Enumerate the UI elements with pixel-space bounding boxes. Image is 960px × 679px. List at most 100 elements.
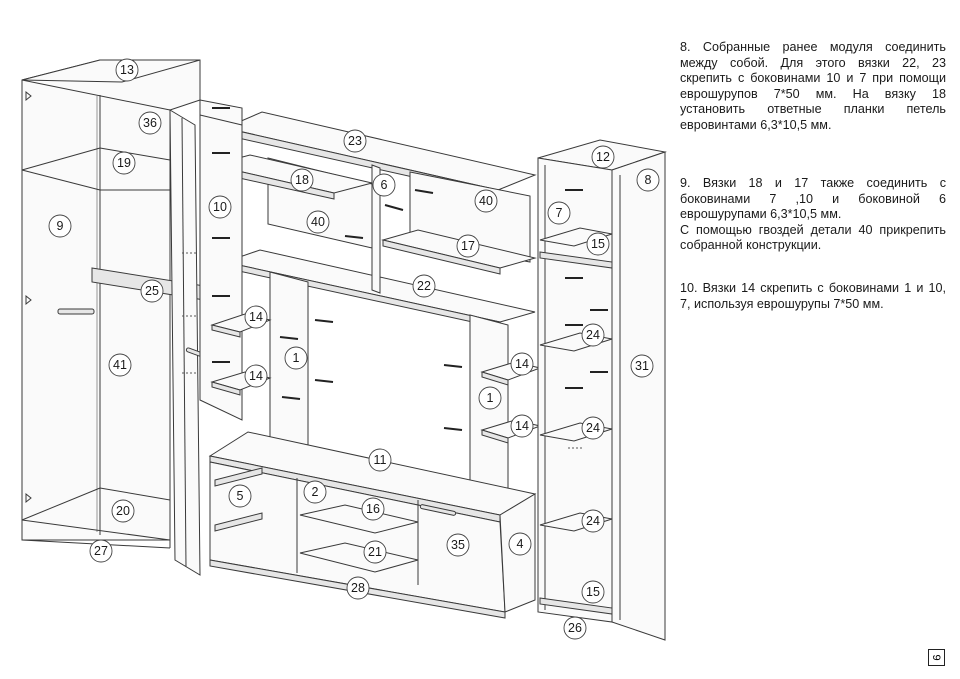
callout-label: 24 <box>586 421 600 435</box>
callout-circle-icon <box>112 151 136 175</box>
callout-label: 27 <box>94 544 108 558</box>
callout-circle-icon <box>303 480 327 504</box>
callout-label: 18 <box>295 173 309 187</box>
part-callout-p40a: 40 <box>306 210 330 234</box>
part-callout-p28: 28 <box>346 576 370 600</box>
part-callout-p14d: 14 <box>510 414 534 438</box>
right-cabinet <box>537 139 667 641</box>
callout-circle-icon <box>244 364 268 388</box>
part-callout-p2: 2 <box>303 480 327 504</box>
callout-label: 11 <box>374 453 387 467</box>
callout-circle-icon <box>372 173 396 197</box>
callout-label: 22 <box>417 279 431 293</box>
part-callout-p20: 20 <box>111 499 135 523</box>
callout-circle-icon <box>284 346 308 370</box>
callout-circle-icon <box>228 484 252 508</box>
callout-label: 1 <box>293 351 300 365</box>
callout-label: 7 <box>556 206 563 220</box>
callout-label: 20 <box>116 504 130 518</box>
callout-label: 10 <box>213 200 227 214</box>
part-callout-p4: 4 <box>508 532 532 556</box>
instruction-step-9: 9. Вязки 18 и 17 также соединить с боков… <box>680 176 946 252</box>
callout-circle-icon <box>363 540 387 564</box>
callout-circle-icon <box>630 354 654 378</box>
callout-circle-icon <box>581 416 605 440</box>
hinge-icon <box>25 90 32 504</box>
callout-circle-icon <box>89 539 113 563</box>
part-callout-p15b: 15 <box>581 580 605 604</box>
part-callout-p27: 27 <box>89 539 113 563</box>
callout-circle-icon <box>208 195 232 219</box>
callout-circle-icon <box>346 576 370 600</box>
callout-circle-icon <box>48 214 72 238</box>
callout-label: 9 <box>57 219 64 233</box>
callout-circle-icon <box>368 448 392 472</box>
callout-label: 15 <box>586 585 600 599</box>
part-callout-p21: 21 <box>363 540 387 564</box>
callout-circle-icon <box>586 232 610 256</box>
screw-icon <box>565 189 608 389</box>
callout-circle-icon <box>474 189 498 213</box>
callout-circle-icon <box>581 580 605 604</box>
part-callout-p35: 35 <box>446 533 470 557</box>
callout-circle-icon <box>108 353 132 377</box>
part-callout-p17: 17 <box>456 234 480 258</box>
callout-label: 25 <box>145 284 159 298</box>
part-callout-p5: 5 <box>228 484 252 508</box>
callout-label: 14 <box>515 357 529 371</box>
page-number: 9 <box>928 649 945 666</box>
part-callout-p15a: 15 <box>586 232 610 256</box>
callout-circle-icon <box>636 168 660 192</box>
callout-label: 24 <box>586 328 600 342</box>
callout-label: 6 <box>381 178 388 192</box>
callout-label: 16 <box>366 502 380 516</box>
callout-circle-icon <box>140 279 164 303</box>
part-callout-p14b: 14 <box>244 364 268 388</box>
screw-icon <box>212 107 463 431</box>
part-callout-p16: 16 <box>361 497 385 521</box>
callout-label: 31 <box>635 359 649 373</box>
callout-circle-icon <box>306 210 330 234</box>
part-callout-p23: 23 <box>343 129 367 153</box>
part-callout-p12: 12 <box>591 145 615 169</box>
callout-label: 35 <box>451 538 465 552</box>
callout-circle-icon <box>510 352 534 376</box>
callout-label: 41 <box>113 358 127 372</box>
callout-label: 2 <box>312 485 319 499</box>
callout-circle-icon <box>412 274 436 298</box>
handle-icon <box>57 308 203 357</box>
callout-label: 15 <box>591 237 605 251</box>
callout-label: 12 <box>596 150 610 164</box>
part-callout-p26: 26 <box>563 616 587 640</box>
callout-label: 14 <box>249 310 263 324</box>
part-callout-p22: 22 <box>412 274 436 298</box>
part-callout-p9: 9 <box>48 214 72 238</box>
part-callout-p8: 8 <box>636 168 660 192</box>
callout-label: 19 <box>117 156 131 170</box>
callout-label: 5 <box>237 489 244 503</box>
callout-circle-icon <box>446 533 470 557</box>
part-callout-p19: 19 <box>112 151 136 175</box>
part-callout-p41: 41 <box>108 353 132 377</box>
callout-label: 17 <box>461 239 475 253</box>
part-callout-p14a: 14 <box>244 305 268 329</box>
callout-circle-icon <box>581 509 605 533</box>
part-callout-p40b: 40 <box>474 189 498 213</box>
callout-circle-icon <box>591 145 615 169</box>
left-wardrobe <box>21 59 243 576</box>
callout-circle-icon <box>361 497 385 521</box>
part-callout-p7: 7 <box>547 201 571 225</box>
callout-circle-icon <box>456 234 480 258</box>
part-callout-p13: 13 <box>115 58 139 82</box>
callout-circle-icon <box>581 323 605 347</box>
callout-circle-icon <box>111 499 135 523</box>
callout-label: 14 <box>515 419 529 433</box>
callout-label: 1 <box>487 391 494 405</box>
part-callout-p6: 6 <box>372 173 396 197</box>
part-callout-p14c: 14 <box>510 352 534 376</box>
callout-circle-icon <box>138 111 162 135</box>
part-callout-p11: 11 <box>368 448 392 472</box>
